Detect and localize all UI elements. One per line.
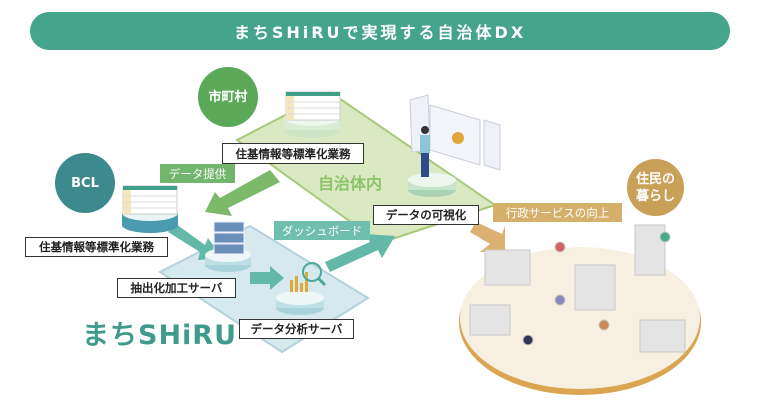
service-improvement-tag: 行政サービスの向上 <box>493 203 622 222</box>
bcl-system-label: 住基情報等標準化業務 <box>25 237 168 257</box>
zone-label: 自治体内 <box>318 174 383 193</box>
dashboard-tag: ダッシュボード <box>274 221 370 240</box>
spreadsheet-icon <box>122 185 178 215</box>
server-icon <box>213 221 245 255</box>
town-illustration <box>469 224 686 353</box>
municipal-system-label: 住基情報等標準化業務 <box>222 143 364 164</box>
service-arrow <box>470 222 505 252</box>
bcl-circle: BCL <box>55 153 115 213</box>
server-to-analysis-arrow <box>250 266 284 290</box>
analysis-server-label: データ分析サーバ <box>239 319 354 339</box>
analysis-chart-icon <box>290 262 327 292</box>
bcl-to-server-arrow <box>168 224 222 260</box>
dashboard-arrow <box>325 234 395 272</box>
person-illustration <box>420 126 430 177</box>
municipality-circle: 市町村 <box>198 67 258 127</box>
residents-circle: 住民の 暮らし <box>627 159 684 216</box>
extraction-server-label: 抽出化加工サーバ <box>117 278 236 298</box>
title-banner: まちSHiRUで実現する自治体DX <box>30 12 730 50</box>
spreadsheet-icon <box>285 91 341 121</box>
machishiru-logo: まちSHiRU <box>82 320 238 351</box>
data-provision-arrow <box>205 170 280 216</box>
visualization-label: データの可視化 <box>373 205 479 225</box>
data-provision-tag: データ提供 <box>160 164 235 183</box>
